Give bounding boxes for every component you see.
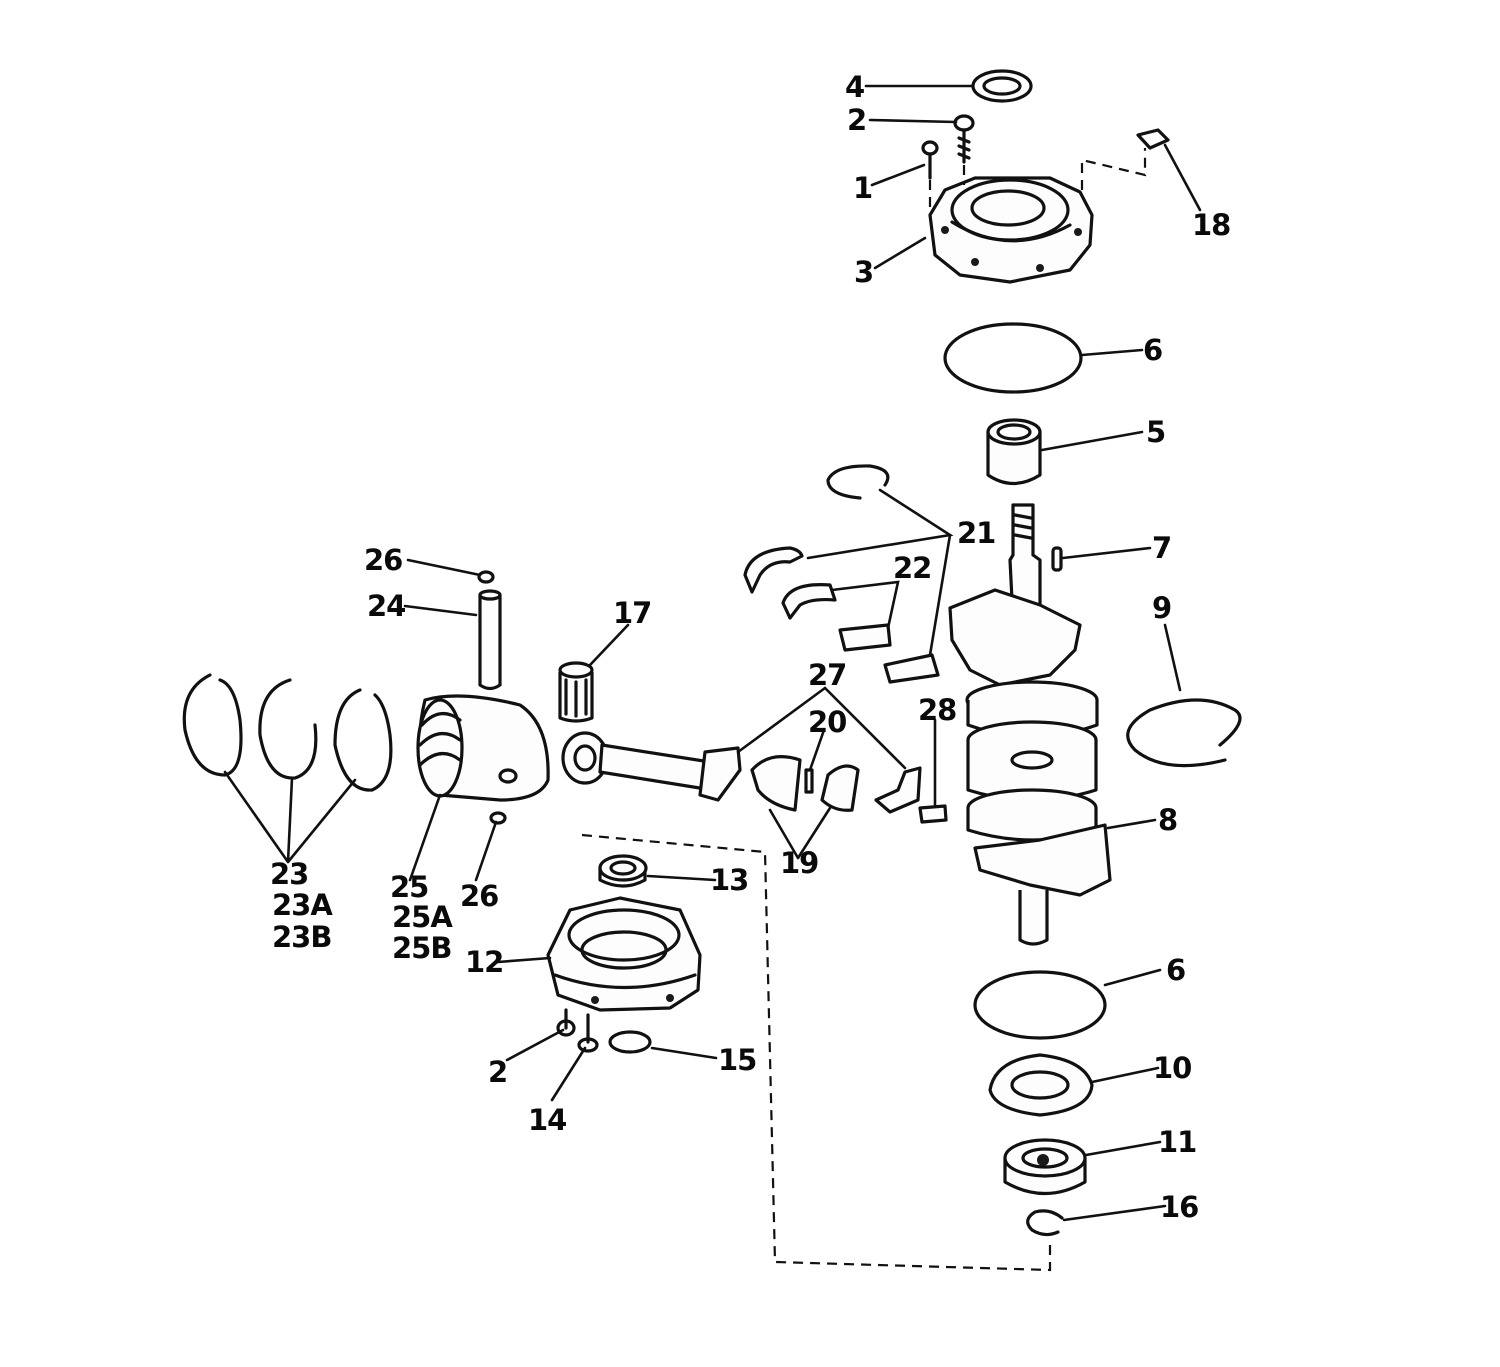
callout-23: 23: [270, 857, 308, 891]
callout-21: 21: [957, 516, 995, 550]
oring-part-6-lower: [973, 970, 1107, 1040]
callout-12: 12: [465, 945, 503, 979]
retaining-ring-part-21: [826, 464, 890, 500]
clip-part-18: [1136, 128, 1170, 150]
callout-5: 5: [1146, 415, 1165, 449]
callout-6-upper: 6: [1143, 333, 1162, 367]
screw-part-14: [577, 1013, 599, 1053]
callout-7: 7: [1152, 531, 1171, 565]
bearing-half-part-21-a: [743, 546, 804, 594]
lock-ring-part-26-lower: [489, 811, 507, 825]
callout-9: 9: [1152, 591, 1171, 625]
needle-bearing-part-17: [558, 661, 594, 723]
callout-10: 10: [1153, 1051, 1191, 1085]
callout-25: 25: [390, 870, 428, 904]
callout-1: 1: [853, 171, 872, 205]
callout-2-upper: 2: [847, 103, 866, 137]
callout-18: 18: [1192, 208, 1230, 242]
callout-26-upper: 26: [364, 543, 402, 577]
callout-17: 17: [613, 596, 651, 630]
callout-13: 13: [710, 863, 748, 897]
screw-part-2-upper: [953, 114, 975, 164]
lock-ring-part-26-upper: [477, 570, 495, 584]
key-part-7: [1051, 546, 1063, 572]
callout-2-lower: 2: [488, 1055, 507, 1089]
callout-11: 11: [1158, 1125, 1196, 1159]
screw-part-1: [921, 140, 939, 180]
crankshaft-part-8: [948, 503, 1112, 946]
housing-part-12: [546, 896, 702, 1012]
ring-part-9: [1126, 698, 1242, 768]
dowel-part-20: [804, 768, 814, 794]
seal-part-13: [598, 854, 648, 888]
bearing-half-part-22-a: [781, 583, 837, 620]
callout-28: 28: [918, 693, 956, 727]
ball-bearing-part-11: [1003, 1138, 1087, 1196]
piston-part-25: [416, 694, 550, 802]
callout-22: 22: [893, 551, 931, 585]
seal-part-4: [971, 69, 1033, 103]
callout-8: 8: [1158, 803, 1177, 837]
piston-ring-part-23-b: [258, 678, 318, 780]
bearing-half-part-22-b: [838, 623, 892, 652]
plate-part-10: [988, 1053, 1094, 1117]
callout-27: 27: [808, 658, 846, 692]
callout-16: 16: [1160, 1190, 1198, 1224]
callout-25a: 25A: [392, 900, 453, 934]
screw-part-28: [918, 804, 948, 824]
piston-ring-part-23-a: [182, 673, 243, 777]
rod-cap-part-27: [874, 766, 922, 814]
callout-23a: 23A: [272, 888, 333, 922]
leader-lines: [223, 84, 1202, 1222]
connecting-rod: [561, 731, 742, 802]
callout-6-lower: 6: [1166, 953, 1185, 987]
housing-part-3: [928, 176, 1094, 284]
callout-15: 15: [718, 1043, 756, 1077]
oring-part-6-upper: [943, 322, 1083, 394]
callout-26-lower: 26: [460, 879, 498, 913]
wrist-pin-part-24: [478, 589, 502, 691]
callout-25b: 25B: [392, 931, 451, 965]
callout-4: 4: [845, 70, 864, 104]
bearing-cage-part-19-a: [750, 755, 802, 812]
callout-labels: 4 2 1 3 18 6 5 21 7 22 26 24 17 9 27 28 …: [270, 70, 1231, 1224]
bearing-part-5: [986, 418, 1042, 486]
callout-19: 19: [780, 846, 818, 880]
snap-ring-part-16: [1026, 1209, 1064, 1237]
bearing-cage-part-19-b: [820, 764, 860, 812]
callout-24: 24: [367, 589, 405, 623]
oring-part-15: [608, 1030, 652, 1054]
callout-14: 14: [528, 1103, 566, 1137]
callout-20: 20: [808, 705, 846, 739]
callout-23b: 23B: [272, 920, 331, 954]
bearing-half-part-21-b: [883, 653, 940, 684]
piston-ring-part-23-c: [333, 688, 393, 792]
callout-3: 3: [854, 255, 873, 289]
